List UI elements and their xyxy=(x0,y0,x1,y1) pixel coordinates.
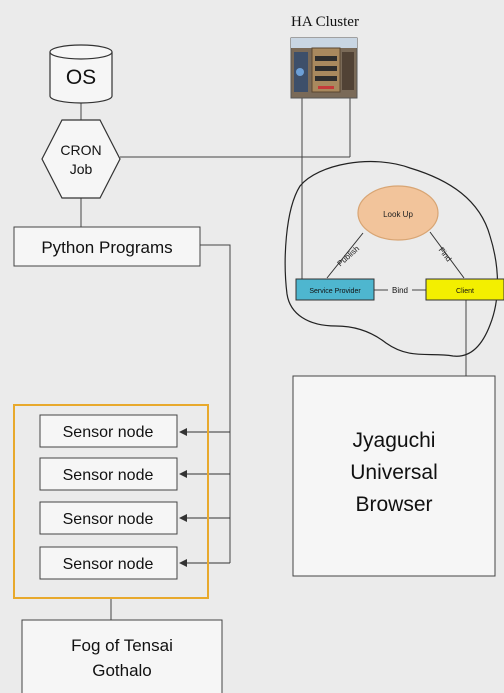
python-programs-box: Python Programs xyxy=(13,226,201,267)
sensor-arrows xyxy=(179,428,230,567)
publish-edge xyxy=(326,232,364,279)
sensor-node-1: Sensor node xyxy=(39,414,178,448)
service-provider-label: Service Provider xyxy=(309,288,361,295)
lookup-node: Look Up xyxy=(357,185,439,241)
browser-label-line2: Universal xyxy=(350,461,438,484)
browser-label-line1: Jyaguchi xyxy=(353,429,436,452)
find-edge xyxy=(429,231,465,279)
sensor-node-label: Sensor node xyxy=(63,556,154,573)
service-provider-box: Service Provider xyxy=(295,278,375,301)
browser-label-line3: Browser xyxy=(355,493,432,516)
universal-browser-box: Jyaguchi Universal Browser xyxy=(292,375,496,577)
python-bus-line xyxy=(200,244,231,563)
cron-label-line2: Job xyxy=(70,161,93,177)
fog-box: Fog of Tensai Gothalo xyxy=(21,619,223,693)
cloud-boundary xyxy=(284,160,499,357)
fog-label-line2: Gothalo xyxy=(92,661,152,680)
sensor-group-border xyxy=(13,404,209,599)
client-box: Client xyxy=(425,278,504,301)
os-label: OS xyxy=(66,66,96,89)
client-label: Client xyxy=(456,288,474,295)
bind-label: Bind xyxy=(392,286,408,295)
cron-job-hexagon: CRON Job xyxy=(41,119,121,199)
lookup-label: Look Up xyxy=(383,210,413,219)
sensor-node-label: Sensor node xyxy=(63,511,154,528)
sensor-node-3: Sensor node xyxy=(39,501,178,535)
sensor-node-4: Sensor node xyxy=(39,546,178,580)
sensor-node-label: Sensor node xyxy=(63,424,154,441)
ha-cluster-photo xyxy=(290,37,358,99)
fog-label-line1: Fog of Tensai xyxy=(71,636,173,655)
sensor-node-label: Sensor node xyxy=(63,467,154,484)
os-cylinder: OS xyxy=(49,44,113,104)
python-programs-label: Python Programs xyxy=(41,238,172,257)
publish-label: Publish xyxy=(336,244,362,268)
sensor-node-2: Sensor node xyxy=(39,457,178,491)
ha-cluster-label: HA Cluster xyxy=(291,14,359,30)
connectors xyxy=(80,98,467,620)
cron-label-line1: CRON xyxy=(60,142,101,158)
